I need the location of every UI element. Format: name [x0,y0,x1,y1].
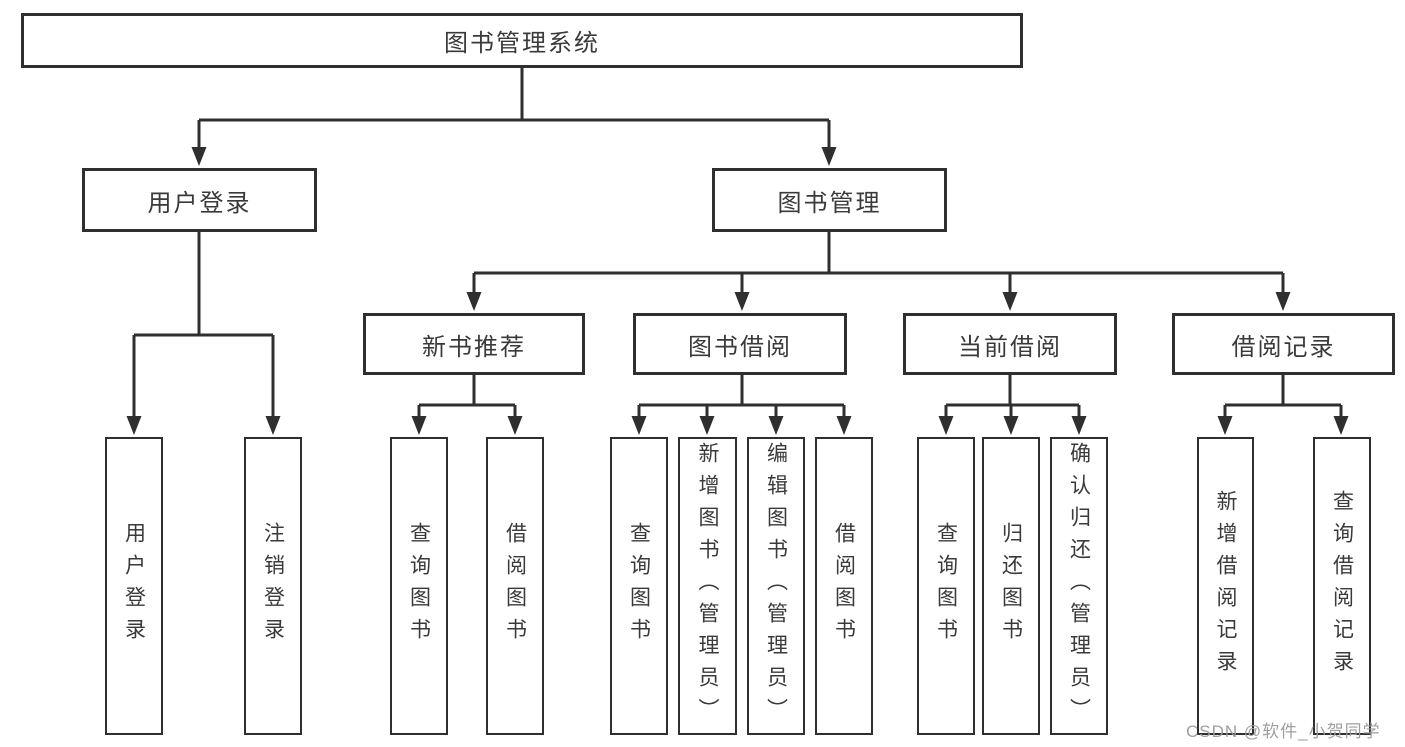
node-library-system: 图书管理系统 [21,13,1023,68]
arrowheads-down [126,147,1349,435]
csdn-watermark: CSDN @软件_小贺同学 [1186,722,1381,741]
leaf-confirm-return-admin-label: 确认归还（管理员） [1067,442,1091,730]
node-book-borrow: 图书借阅 [633,313,847,375]
leaf-query-borrow-record: 查询借阅记录 [1313,437,1371,735]
connector-root-to-level1 [197,68,831,150]
connector-new-book-branch [417,375,517,419]
leaf-query-books-recommend: 查询图书 [390,437,448,735]
leaf-query-books-borrow: 查询图书 [610,437,668,735]
leaf-edit-book-admin: 编辑图书（管理员） [747,437,805,735]
leaf-borrow-books-recommend-label: 借阅图书 [503,522,527,650]
leaf-add-borrow-record: 新增借阅记录 [1197,437,1254,735]
node-current-borrow: 当前借阅 [903,313,1117,375]
leaf-confirm-return-admin: 确认归还（管理员） [1050,437,1108,735]
leaf-query-books-current: 查询图书 [917,437,975,735]
connector-user-login-branch [132,232,275,419]
connector-book-borrow-branch [637,375,846,419]
leaf-return-books: 归还图书 [982,437,1040,735]
leaf-return-books-label: 归还图书 [999,522,1023,650]
leaf-query-borrow-record-label: 查询借阅记录 [1330,490,1354,682]
leaf-user-login: 用户登录 [105,437,163,735]
connector-book-management-branch [472,232,1285,295]
leaf-logout: 注销登录 [244,437,302,735]
node-user-login: 用户登录 [82,168,317,232]
leaf-add-book-admin-label: 新增图书（管理员） [696,442,719,730]
connector-borrow-records-branch [1223,375,1343,419]
leaf-add-book-admin: 新增图书（管理员） [678,437,737,735]
connector-current-borrow-branch [944,375,1081,419]
leaf-add-borrow-record-label: 新增借阅记录 [1214,490,1237,682]
leaf-query-books-recommend-label: 查询图书 [407,522,431,650]
leaf-edit-book-admin-label: 编辑图书（管理员） [764,442,788,730]
node-borrow-records: 借阅记录 [1172,313,1395,375]
node-book-management: 图书管理 [712,168,947,232]
leaf-query-books-borrow-label: 查询图书 [627,522,651,650]
leaf-borrow-books: 借阅图书 [815,437,873,735]
leaf-logout-label: 注销登录 [261,522,285,650]
leaf-user-login-label: 用户登录 [122,522,146,650]
leaf-borrow-books-recommend: 借阅图书 [486,437,544,735]
leaf-borrow-books-label: 借阅图书 [832,522,856,650]
node-new-book-recommend: 新书推荐 [363,313,585,375]
leaf-query-books-current-label: 查询图书 [934,522,958,650]
